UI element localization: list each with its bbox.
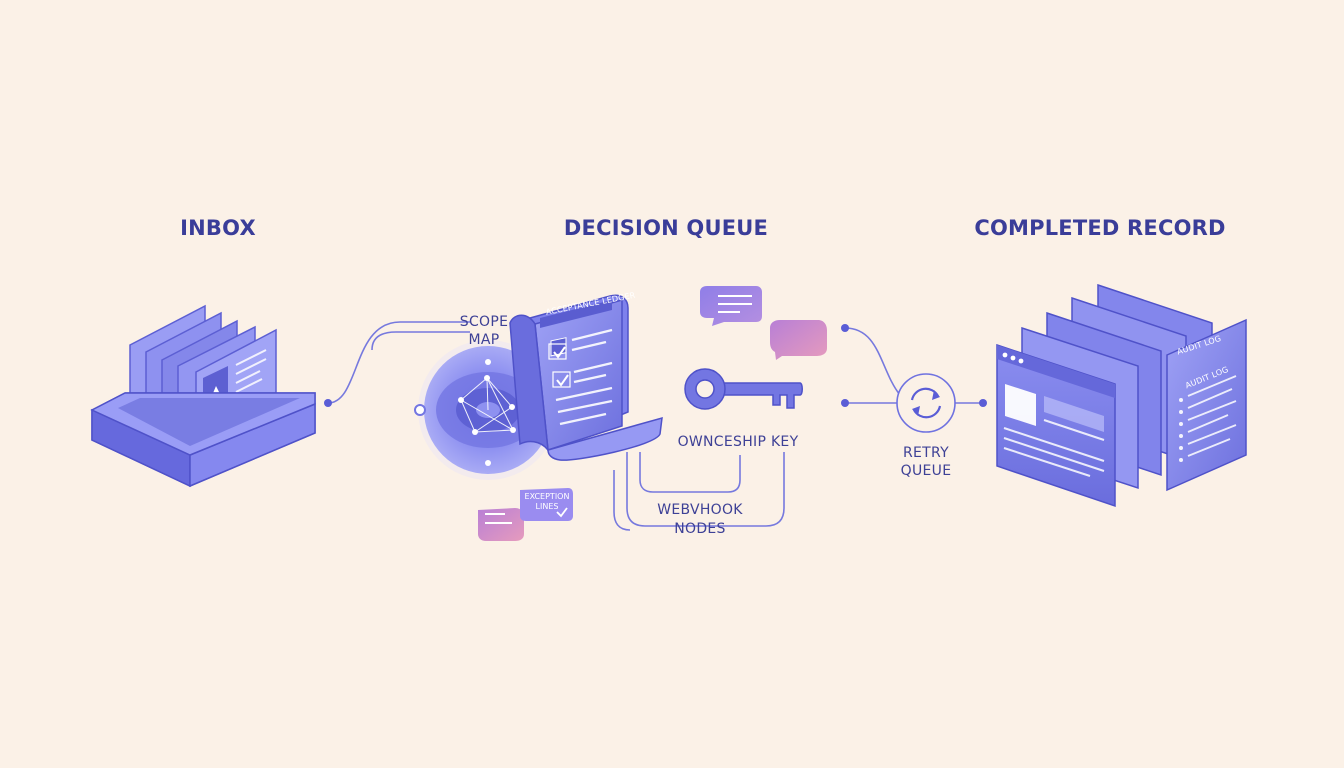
exception-lines-label: EXCEPTION LINES: [522, 492, 572, 512]
exception-tag-icon: [478, 488, 573, 541]
chat-bubble-icon: [700, 286, 762, 326]
scope-map-label-line2: MAP: [468, 332, 500, 348]
stage-title-decision-queue: DECISION QUEUE: [563, 216, 769, 240]
inbox-tray-icon: [90, 304, 316, 488]
webhook-nodes-label: WEBVHOOK NODES: [657, 501, 743, 539]
retry-queue-label: RETRY QUEUE: [901, 444, 952, 480]
stage-title-completed-record: COMPLETED RECORD: [974, 216, 1226, 240]
retry-queue-label-line1: RETRY: [902, 445, 949, 461]
scope-map-label-line1: SCOPE: [459, 314, 509, 330]
scope-map-label: SCOPE MAP: [460, 313, 508, 349]
exception-lines-label-line1: EXCEPTION: [524, 492, 570, 501]
webhook-nodes-label-line2: NODES: [674, 521, 726, 537]
connector-dots: [324, 324, 987, 407]
stage-title-inbox: INBOX: [180, 216, 256, 240]
webhook-nodes-label-line1: WEBVHOOK: [657, 502, 743, 518]
acceptance-ledger-icon: [509, 294, 663, 461]
retry-queue-label-line2: QUEUE: [900, 463, 952, 479]
completed-record-stack-icon: [996, 283, 1247, 508]
connector-lines: [327, 321, 983, 531]
ownership-key-label: OWNCESHIP KEY: [677, 434, 799, 450]
exception-lines-label-line2: LINES: [535, 502, 559, 511]
ownership-key-icon: [684, 368, 803, 410]
chat-bubble-pink-icon: [770, 320, 827, 360]
retry-queue-icon: [896, 373, 956, 433]
